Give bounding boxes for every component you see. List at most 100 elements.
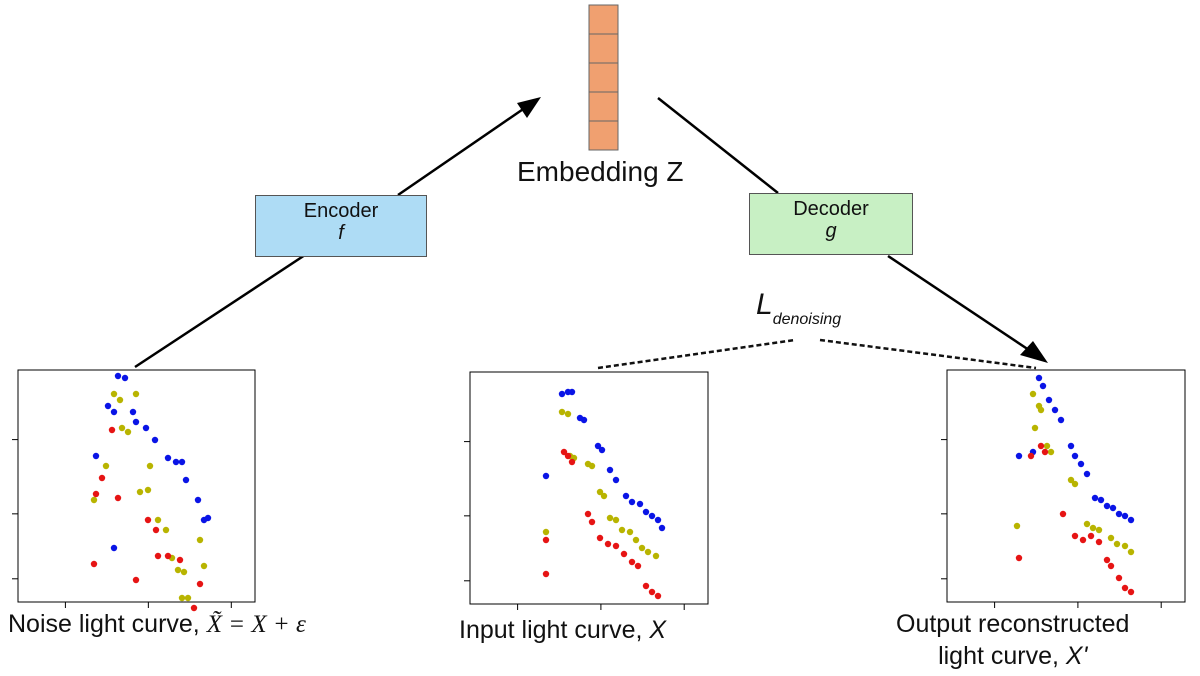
data-point <box>190 604 198 612</box>
data-point <box>1077 460 1085 468</box>
data-point <box>612 516 620 524</box>
data-point <box>1127 588 1135 596</box>
data-point <box>1089 524 1097 532</box>
data-point <box>151 436 159 444</box>
input-caption-text: Input light curve, <box>459 616 643 644</box>
plot-frame <box>17 369 256 603</box>
data-point <box>606 466 614 474</box>
data-point <box>1071 452 1079 460</box>
data-point <box>1015 452 1023 460</box>
data-point <box>558 390 566 398</box>
data-point <box>114 494 122 502</box>
data-point <box>612 476 620 484</box>
data-point <box>1027 452 1035 460</box>
data-point <box>594 442 602 450</box>
encoder-arrowhead <box>517 97 541 118</box>
data-point <box>628 558 636 566</box>
data-point <box>636 500 644 508</box>
encoder-arrow-upper <box>397 101 533 197</box>
data-point <box>542 472 550 480</box>
data-point <box>588 518 596 526</box>
decoder-arrow-upper <box>657 97 779 194</box>
data-point <box>1059 510 1067 518</box>
data-point <box>1067 442 1075 450</box>
data-point <box>136 488 144 496</box>
data-point <box>618 526 626 534</box>
embedding-vector <box>588 4 619 151</box>
output-caption-math: X' <box>1065 642 1088 670</box>
data-point <box>1051 406 1059 414</box>
data-point <box>628 498 636 506</box>
data-point <box>542 528 550 536</box>
data-point <box>644 548 652 556</box>
data-point <box>654 592 662 600</box>
data-point <box>1015 554 1023 562</box>
data-point <box>1107 562 1115 570</box>
data-point <box>142 424 150 432</box>
data-point <box>1045 396 1053 404</box>
decoder-name: Decoder <box>793 198 869 220</box>
loss-symbol: L <box>756 288 773 321</box>
data-point <box>1107 534 1115 542</box>
data-point <box>558 408 566 416</box>
data-point <box>622 492 630 500</box>
data-point <box>1127 516 1135 524</box>
data-point <box>144 516 152 524</box>
loss-dashed-left <box>597 338 796 370</box>
data-point <box>102 462 110 470</box>
data-point <box>104 402 112 410</box>
output-light-curve-plot <box>941 369 1186 608</box>
data-point <box>196 580 204 588</box>
data-point <box>612 542 620 550</box>
data-point <box>1121 542 1129 550</box>
output-caption-line1: Output reconstructed <box>896 610 1130 638</box>
encoder-name: Encoder <box>303 200 379 222</box>
data-point <box>634 562 642 570</box>
decoder-box: Decoder g <box>749 193 913 255</box>
data-point <box>1097 496 1105 504</box>
data-point <box>1031 424 1039 432</box>
data-point <box>116 396 124 404</box>
data-point <box>1115 574 1123 582</box>
data-point <box>184 594 192 602</box>
data-point <box>1087 532 1095 540</box>
embedding-cell <box>588 120 619 151</box>
data-point <box>1029 390 1037 398</box>
data-point <box>606 514 614 522</box>
data-point <box>132 576 140 584</box>
data-point <box>178 594 186 602</box>
data-point <box>204 514 212 522</box>
data-point <box>144 486 152 494</box>
noise-caption-math: X̃ = X + ε <box>206 611 306 638</box>
noise-caption: Noise light curve, X̃ = X + ε <box>8 610 306 639</box>
input-light-curve-plot <box>464 371 709 610</box>
data-point <box>164 552 172 560</box>
data-point <box>1037 406 1045 414</box>
loss-subscript: denoising <box>772 311 842 328</box>
data-point <box>542 536 550 544</box>
noise-light-curve-plot <box>12 369 256 612</box>
data-point <box>658 524 666 532</box>
data-point <box>132 418 140 426</box>
data-point <box>194 496 202 504</box>
data-point <box>1091 494 1099 502</box>
encoder-box: Encoder f <box>255 195 427 257</box>
data-point <box>652 552 660 560</box>
embedding-cell <box>588 33 619 64</box>
data-point <box>132 390 140 398</box>
decoder-arrowhead <box>1020 341 1048 363</box>
data-point <box>564 410 572 418</box>
data-point <box>1121 512 1129 520</box>
data-point <box>129 408 137 416</box>
decoder-arrow-lower <box>887 254 1033 354</box>
embedding-cell <box>588 62 619 93</box>
data-point <box>176 556 184 564</box>
data-point <box>1109 504 1117 512</box>
data-point <box>1037 442 1045 450</box>
loss-dashed-right <box>819 338 1037 370</box>
data-point <box>114 372 122 380</box>
data-point <box>182 476 190 484</box>
data-point <box>172 458 180 466</box>
data-point <box>154 552 162 560</box>
data-point <box>1047 448 1055 456</box>
